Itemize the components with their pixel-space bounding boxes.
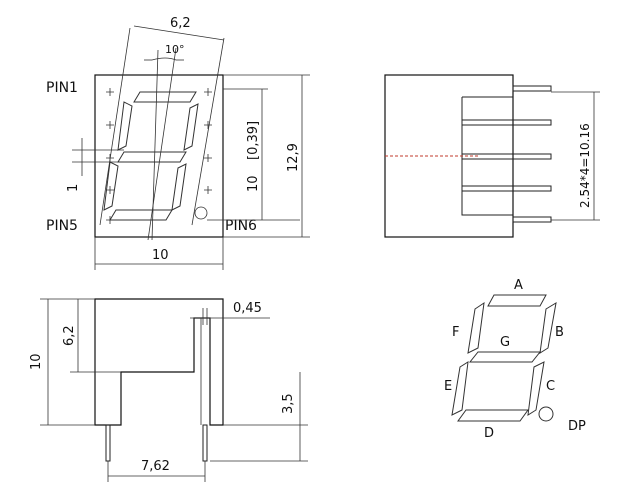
dim-bottom-offset: 6,2 [62,325,77,346]
bottom-pin-left [105,424,111,462]
dim-width: 10 [152,248,169,263]
legend-segment-f [467,301,485,354]
dim-pin-dia: 0,45 [233,301,262,316]
legend-segment-e [451,361,469,416]
pin6-label: PIN6 [225,218,257,234]
angled-center-line [147,47,177,241]
legend-segment-c [527,361,545,416]
slant-ref-line-left [99,27,131,226]
vertical-center-line [151,49,159,241]
digit-segments [103,91,199,221]
legend-label-f: F [452,325,459,340]
dim-row-spacing: 7,62 [141,459,170,474]
dim-height-total: 12,9 [286,143,301,172]
dim-height-inch: [0,39] [246,121,261,160]
bottom-view: 10 6,2 0,45 3,5 7,62 [29,298,308,482]
pin5-label: PIN5 [46,218,78,234]
legend-label-b: B [555,325,564,340]
dim-angle: 10° [165,43,185,56]
legend-dp-dot [538,406,554,422]
legend-label-c: C [546,379,555,394]
legend-label-d: D [484,426,494,441]
legend-segment-b [539,302,557,354]
legend-label-g: G [500,335,510,350]
side-body-outline [384,74,514,238]
dim-height-10: 10 [246,175,261,192]
front-body-outline [94,74,224,238]
legend-segment-d [457,409,529,422]
front-view: 6,2 10° PIN1 PIN5 PIN6 10 [0,39] 12,9 1 … [46,16,310,270]
pin1-label: PIN1 [46,80,78,96]
legend-segment-g [468,351,542,363]
side-pin-carrier [461,96,513,216]
dim-pin-len: 3,5 [281,393,296,414]
dim-pin-pitch: 2.54*4=10.16 [578,123,592,208]
side-view: 2.54*4=10.16 [384,74,600,238]
legend-label-a: A [514,278,523,293]
slant-ref-line-right [191,37,225,226]
legend-label-e: E [444,379,452,394]
segment-legend: A B C D E F G DP [444,278,586,441]
dp-dot [194,206,208,220]
legend-segments [451,294,557,422]
legend-label-dp: DP [568,419,586,434]
dim-bottom-height: 10 [29,353,44,370]
side-pins [461,85,552,223]
angle-arc [151,57,177,61]
dim-segment: 1 [66,184,81,192]
legend-segment-a [487,294,547,307]
tilt-dim-line [133,25,225,41]
bottom-pin-right [202,424,208,462]
dim-tilt-width: 6,2 [170,16,191,31]
